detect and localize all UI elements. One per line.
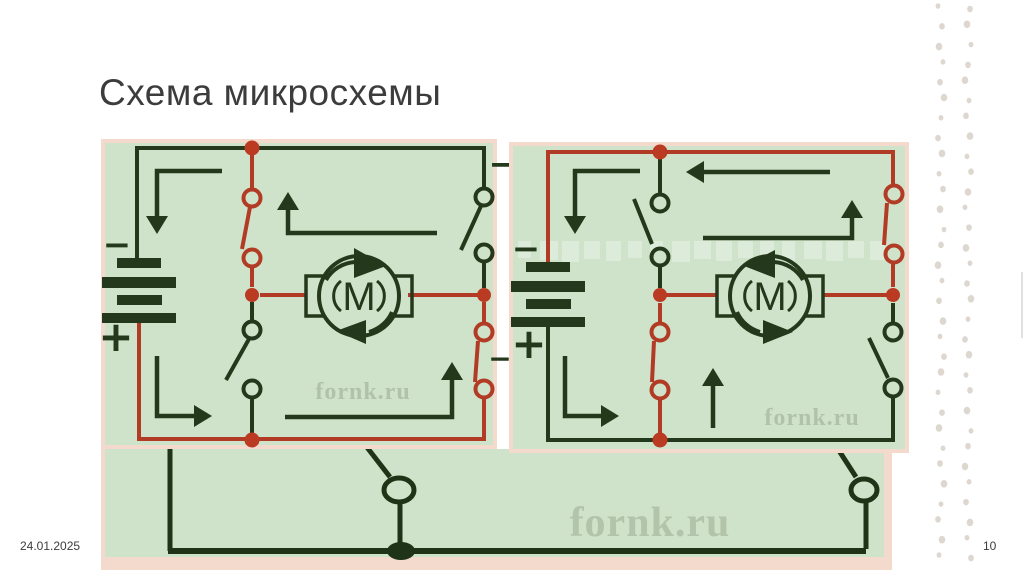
motor-label: M <box>342 275 375 319</box>
switch-bottom-center-open <box>224 319 263 400</box>
rotation-arrow <box>368 311 394 334</box>
wire-active <box>546 150 895 262</box>
switch-top-center-open <box>632 192 671 268</box>
watermark: fornk.ru <box>315 379 410 405</box>
switch-top-right-open <box>459 186 495 264</box>
rotation-arrowhead <box>744 250 775 278</box>
faded-watermark-band <box>518 241 885 262</box>
right-edge-line <box>1021 272 1023 338</box>
wire <box>135 146 486 258</box>
bottom-commutator-panel: fornk.ru <box>101 444 892 570</box>
motor-icon: M <box>715 250 825 344</box>
junction-dot <box>244 432 260 448</box>
rotation-arrow <box>735 311 761 334</box>
switch-bottom-right-open <box>867 321 904 399</box>
rotation-arrow <box>773 260 805 282</box>
rotation-arrowhead <box>354 248 386 278</box>
motor-label: M <box>753 275 786 319</box>
junction-dot <box>477 288 491 302</box>
battery-icon: − + <box>98 225 176 361</box>
flow-arrows <box>562 161 863 428</box>
junction-dot <box>245 288 259 302</box>
switch-bottom-center-closed <box>649 321 671 401</box>
battery-minus-label: − <box>103 225 132 265</box>
motor-icon: M <box>304 248 414 344</box>
junction-dot <box>652 432 668 448</box>
junction-dot <box>653 288 667 302</box>
switch-bottom-right-closed <box>473 321 495 400</box>
battery-plus-label: + <box>98 312 133 361</box>
watermark: fornk.ru <box>764 405 859 431</box>
watermark: fornk.ru <box>570 500 731 546</box>
page-title: Схема микросхемы <box>99 72 442 113</box>
flow-arrows <box>146 168 463 427</box>
junction-dot <box>244 140 260 156</box>
cell-minus-label: − <box>488 342 511 375</box>
contact-dot <box>387 542 415 560</box>
wire <box>546 327 895 442</box>
footer-date: 24.01.2025 <box>20 539 81 553</box>
dotted-margin-pattern <box>934 3 975 562</box>
junction-dot <box>886 288 900 302</box>
right-bridge-circuit: fornk.ru <box>509 142 909 453</box>
switch-top-right-closed <box>882 183 905 265</box>
switch-top-center-closed <box>240 187 263 269</box>
bottom-panel-background <box>105 449 884 557</box>
brush-contact-left <box>364 444 417 560</box>
left-bridge-circuit: fornk.ru <box>98 139 497 449</box>
rotation-arrowhead <box>336 320 366 344</box>
battery-icon: − + <box>511 229 585 368</box>
rotation-arrow <box>324 260 356 282</box>
rotation-arrowhead <box>763 320 793 344</box>
battery-plus-label: + <box>511 319 546 368</box>
footer-page-number: 10 <box>983 539 997 553</box>
wire-active <box>137 322 486 441</box>
junction-dot <box>652 144 668 160</box>
battery-minus-label: − <box>512 229 541 269</box>
panel-background <box>513 146 905 449</box>
